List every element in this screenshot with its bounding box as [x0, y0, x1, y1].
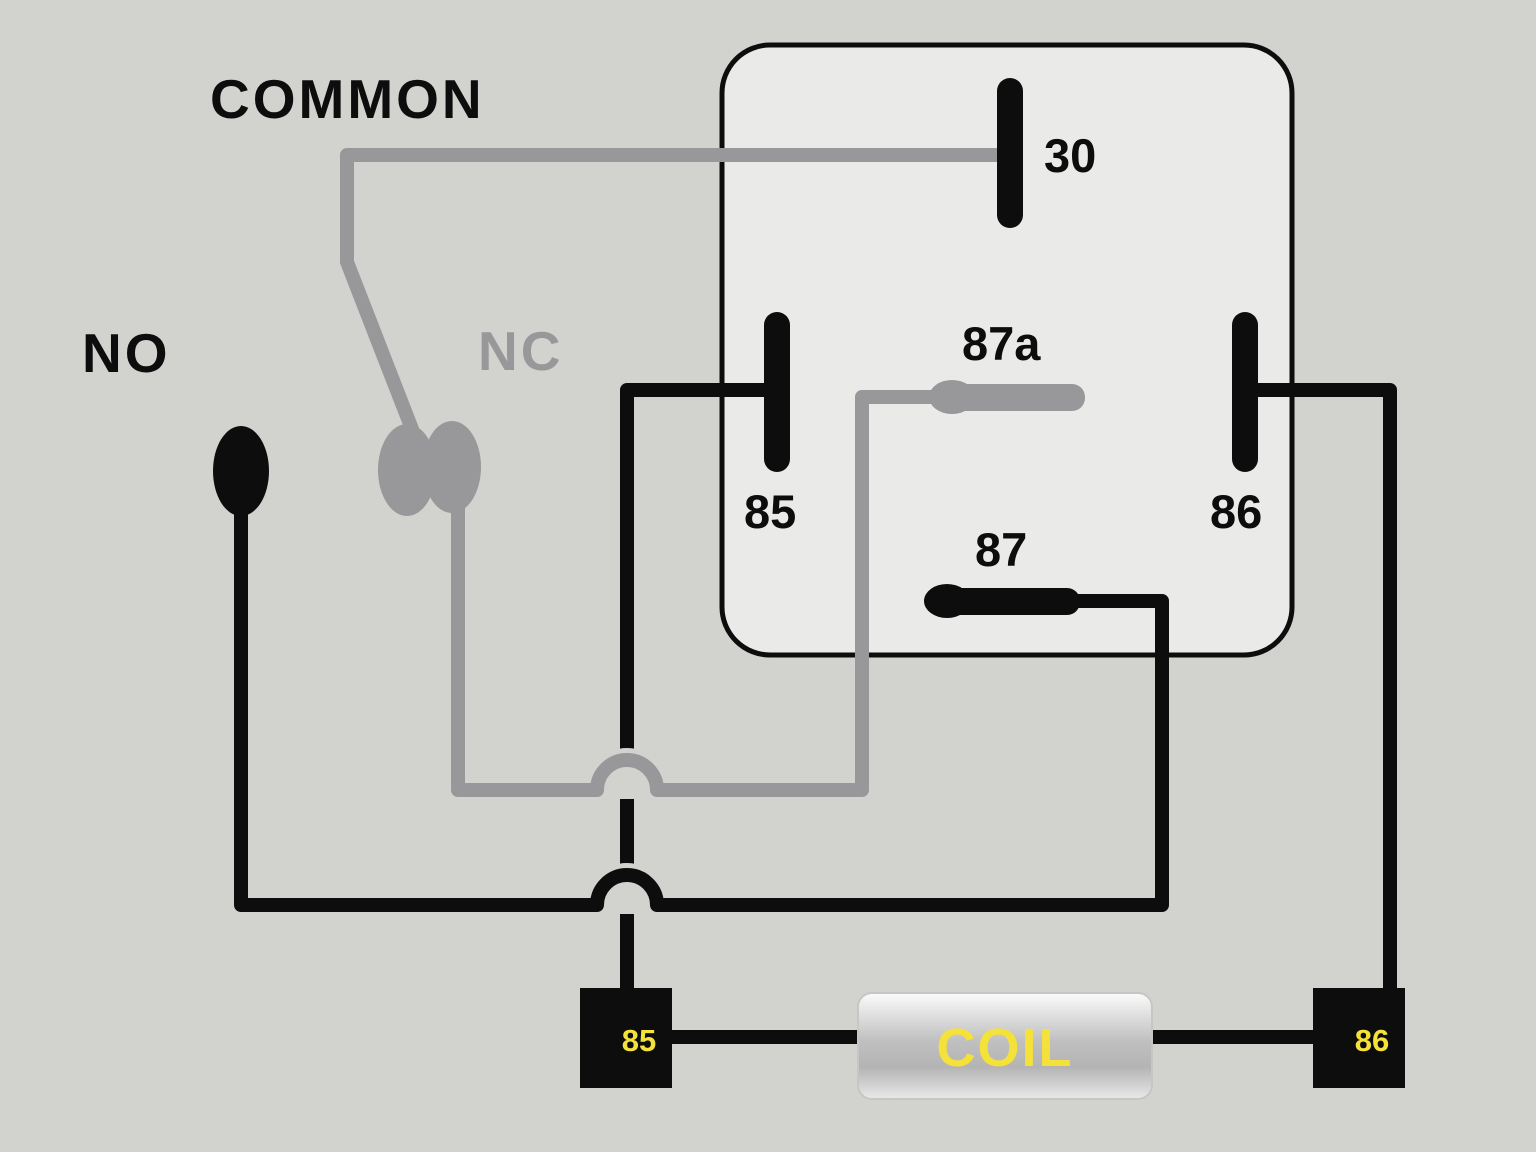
terminal-86-box [1313, 988, 1405, 1088]
nc-wire [451, 390, 945, 797]
pin-87-label: 87 [975, 523, 1027, 576]
label-no: NO [82, 322, 171, 384]
nc-contact [423, 421, 481, 513]
no-contact [213, 426, 269, 516]
pin-85-label: 85 [744, 485, 796, 538]
pin-87a [935, 384, 1085, 411]
pin-86 [1232, 312, 1258, 472]
terminal-85-box [580, 988, 672, 1088]
common-wire [340, 148, 1005, 463]
pin-85 [764, 312, 790, 472]
pin-30-label: 30 [1044, 129, 1096, 182]
label-nc: NC [478, 320, 563, 382]
pin-86-label: 86 [1210, 485, 1262, 538]
coil-block [857, 992, 1153, 1100]
nc-contact [378, 424, 436, 516]
terminal-86-label: 86 [1355, 1023, 1389, 1058]
pin-87a-label: 87a [962, 317, 1041, 370]
pin-30 [997, 78, 1023, 228]
terminal-85-label: 85 [622, 1023, 656, 1058]
label-common: COMMON [210, 68, 485, 130]
coil-label: COIL [937, 1018, 1074, 1078]
no-wire [234, 500, 1169, 912]
pin86-wire [1245, 383, 1397, 995]
pin-87 [930, 588, 1080, 615]
